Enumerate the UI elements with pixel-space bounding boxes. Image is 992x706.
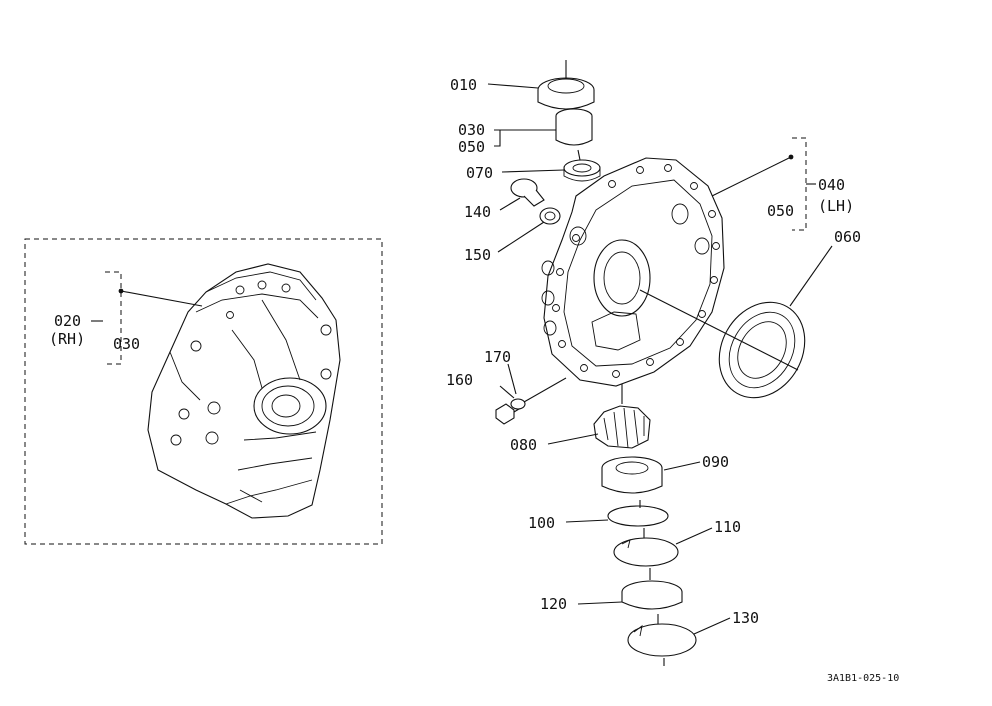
leader-110 — [675, 527, 713, 545]
rh-variant-box — [24, 238, 383, 545]
callout-030: 030 — [458, 121, 485, 139]
axis-upper-2 — [577, 149, 581, 161]
callout-160: 160 — [446, 371, 473, 389]
leader-160 — [499, 385, 515, 399]
leader-170 — [507, 363, 517, 395]
lh-housing-drawing — [541, 157, 725, 387]
leader-100 — [565, 519, 609, 523]
part-090-bearing — [601, 456, 663, 494]
part-100-ring — [607, 505, 669, 527]
part-070-bearing — [563, 159, 601, 182]
callout-120: 120 — [540, 595, 567, 613]
callout-170: 170 — [484, 348, 511, 366]
callout-050: 050 — [458, 138, 485, 156]
callout-040: 040 — [818, 176, 845, 194]
rh-housing-drawing — [147, 263, 341, 519]
callout-130: 130 — [732, 609, 759, 627]
rh-housing-group: 020 (RH) 030 — [24, 238, 383, 545]
callout-020: 020 — [54, 312, 81, 330]
part-170-washer — [510, 398, 526, 410]
callout-lh: (LH) — [818, 197, 854, 215]
leader-030-050 — [494, 129, 556, 147]
lh-leader-line — [711, 156, 792, 197]
drawing-id: 3A1B1-025-10 — [827, 673, 899, 684]
callout-150: 150 — [464, 246, 491, 264]
callout-060: 060 — [834, 228, 861, 246]
callout-090: 090 — [702, 453, 729, 471]
callout-010: 010 — [450, 76, 477, 94]
callout-110: 110 — [714, 518, 741, 536]
leader-060 — [789, 245, 833, 307]
callout-080: 080 — [510, 436, 537, 454]
leader-070 — [501, 169, 565, 173]
part-030-bushing — [555, 108, 593, 146]
part-080-bevel-gear — [593, 405, 651, 449]
part-120-collar — [621, 580, 683, 610]
axis-060 — [639, 289, 799, 371]
part-140-plug — [510, 178, 545, 207]
callout-030-rh: 030 — [113, 335, 140, 353]
callout-070: 070 — [466, 164, 493, 182]
leader-160-170 — [523, 377, 567, 403]
part-110-snap-ring — [613, 537, 679, 567]
leader-120 — [577, 601, 623, 605]
leader-150 — [497, 221, 545, 253]
leader-010 — [487, 83, 539, 89]
part-010-cap — [537, 77, 595, 110]
callout-100: 100 — [528, 514, 555, 532]
part-060-oil-seal — [718, 301, 806, 399]
lh-bracket — [792, 137, 807, 231]
leader-080 — [547, 433, 599, 445]
callout-050-lh: 050 — [767, 202, 794, 220]
part-130-snap-ring — [627, 623, 697, 657]
callout-140: 140 — [464, 203, 491, 221]
leader-130 — [693, 617, 731, 635]
part-150-washer — [539, 207, 561, 225]
leader-140 — [499, 197, 521, 211]
rh-leader-line — [120, 290, 203, 307]
leader-090 — [663, 461, 701, 471]
callout-rh: (RH) — [49, 330, 85, 348]
